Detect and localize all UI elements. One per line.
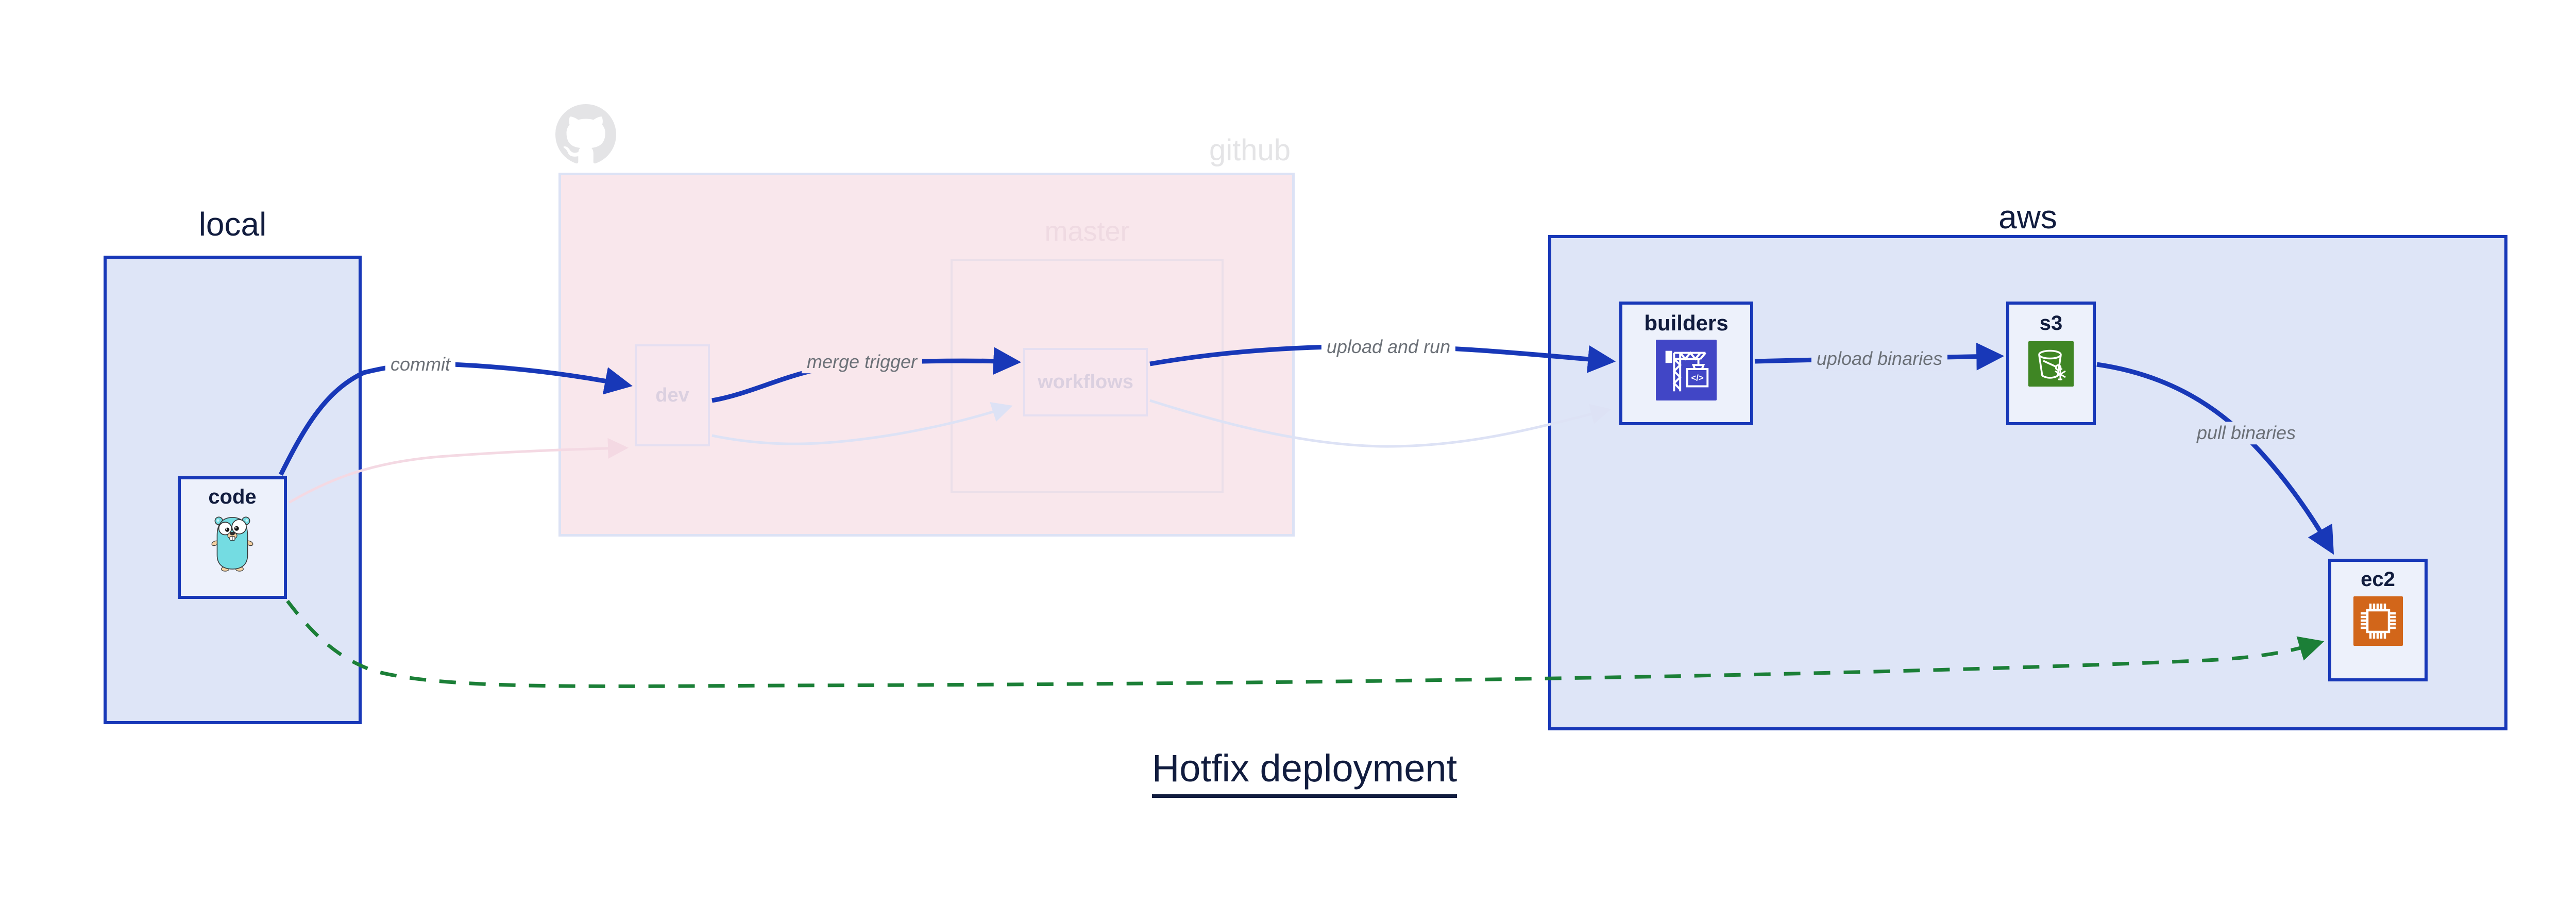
edge-label-merge-trigger: merge trigger <box>801 350 923 373</box>
github-octocat-icon <box>555 104 616 164</box>
node-workflows: workflows <box>1023 348 1148 416</box>
github-container-label: github <box>1209 133 1291 167</box>
node-s3-label: s3 <box>2039 312 2063 335</box>
edge-label-upload-and-run: upload and run <box>1321 336 1456 358</box>
go-gopher-icon <box>211 516 253 572</box>
edge-label-commit: commit <box>385 353 455 376</box>
node-ec2: ec2 <box>2328 559 2428 681</box>
aws-s3-bucket-icon <box>2028 341 2074 387</box>
edge-label-upload-binaries: upload binaries <box>1811 347 1948 370</box>
node-builders-label: builders <box>1644 311 1728 335</box>
node-s3: s3 <box>2006 302 2096 425</box>
node-builders: builders </> <box>1619 302 1753 425</box>
node-code-label: code <box>208 486 257 508</box>
node-workflows-label: workflows <box>1038 371 1133 393</box>
local-container-label: local <box>198 206 267 243</box>
diagram-title: Hotfix deployment <box>1047 746 1562 798</box>
node-dev-label: dev <box>655 384 689 406</box>
node-ec2-label: ec2 <box>2361 568 2395 591</box>
node-dev: dev <box>635 344 710 446</box>
node-code: code <box>178 476 287 599</box>
edge-label-pull-binaries: pull binaries <box>2191 422 2301 444</box>
svg-text:</>: </> <box>1691 373 1704 383</box>
master-container-label: master <box>1044 216 1130 247</box>
aws-container-label: aws <box>1998 198 2057 236</box>
aws-codebuild-icon: </> <box>1656 340 1717 400</box>
diagram-title-text: Hotfix deployment <box>1151 746 1458 798</box>
aws-ec2-chip-icon <box>2353 596 2403 646</box>
